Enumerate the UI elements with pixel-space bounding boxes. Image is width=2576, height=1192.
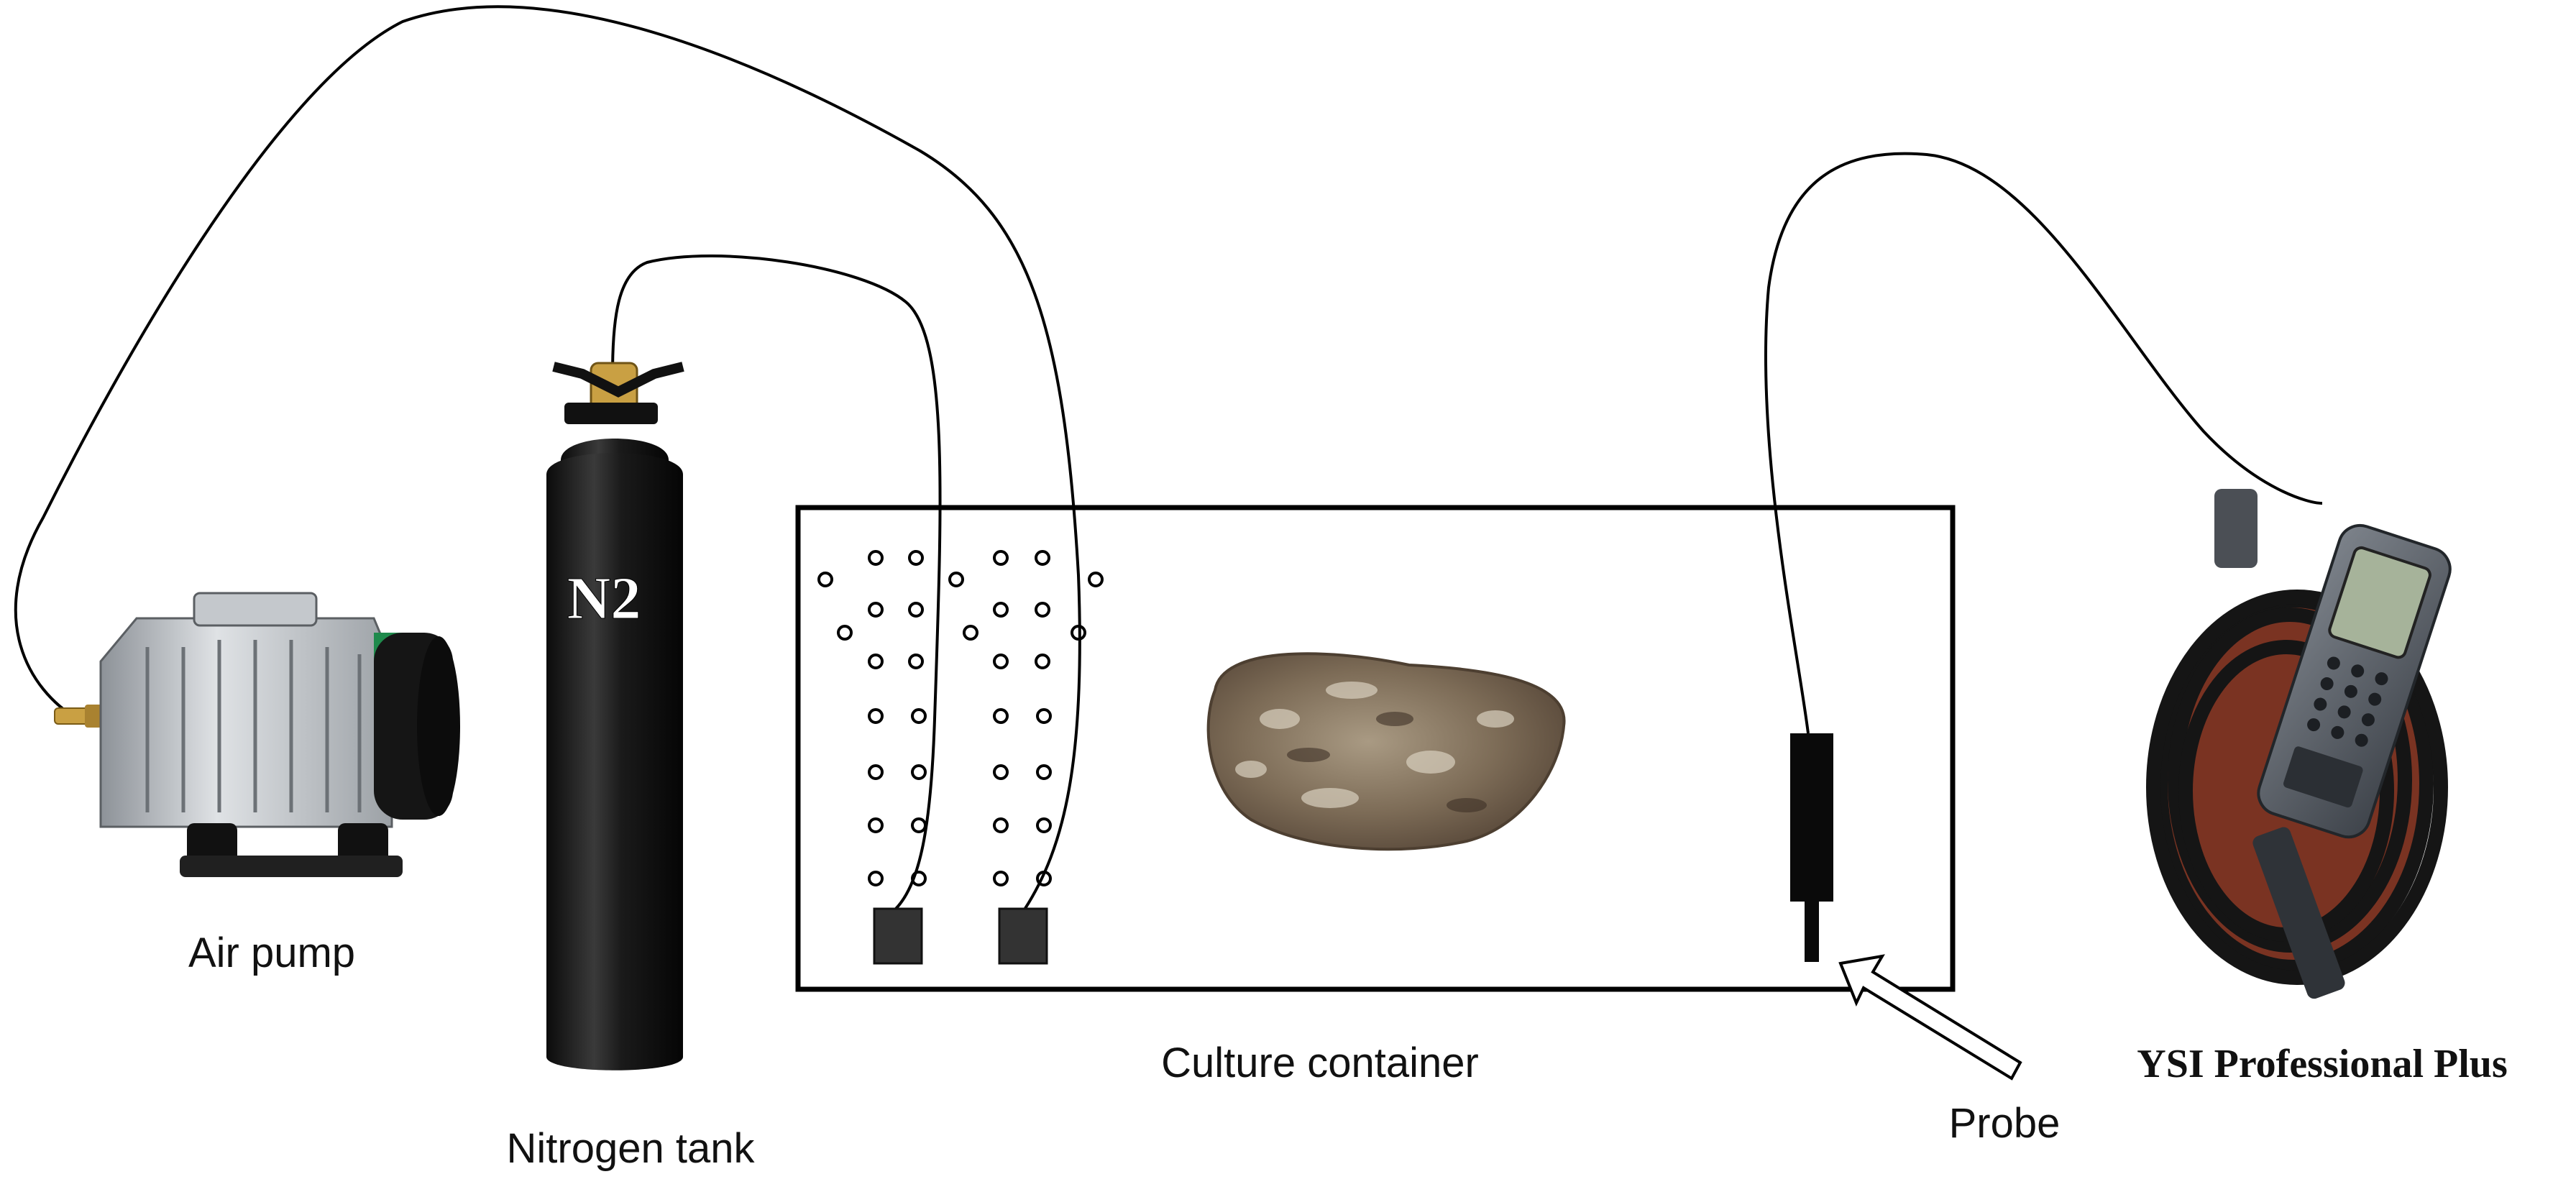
bubble [908, 654, 924, 669]
bubble [993, 550, 1009, 566]
air-bubbles [817, 550, 1104, 886]
bubble [911, 764, 927, 780]
tank-marking: N2 [567, 565, 641, 632]
bubble [868, 654, 884, 669]
bubble [868, 708, 884, 724]
bubble [911, 817, 927, 833]
bubble [993, 817, 1009, 833]
bubble [1036, 817, 1052, 833]
bubble [993, 654, 1009, 669]
bubble [1036, 871, 1052, 886]
nitrogen-diffuser-stone [873, 907, 923, 965]
nitrogen-tube [611, 255, 942, 911]
meter-label: YSI Professional Plus [2137, 1042, 2507, 1086]
culture-container-label: Culture container [1161, 1040, 1479, 1086]
nitrogen-tank-label: Nitrogen tank [507, 1125, 756, 1172]
bubble [948, 572, 964, 587]
bubble [908, 602, 924, 618]
bubble [1036, 764, 1052, 780]
oyster-icon [1206, 652, 1566, 851]
bubble [911, 708, 927, 724]
bubble [963, 625, 978, 641]
air-diffuser-stone [998, 907, 1048, 965]
handheld-meter-icon [2146, 489, 2452, 999]
bubble [868, 764, 884, 780]
air-tube [14, 5, 1081, 911]
bubble [1035, 550, 1050, 566]
bubble [868, 550, 884, 566]
bubble [868, 602, 884, 618]
bubble [868, 817, 884, 833]
bubble [908, 550, 924, 566]
culture-container-box [795, 505, 1956, 992]
air-pump-label: Air pump [188, 930, 355, 976]
bubble [837, 625, 853, 641]
bubble [1088, 572, 1104, 587]
gas-cylinder-icon: N2 [546, 362, 684, 1070]
bubble [868, 871, 884, 886]
probe-label: Probe [1949, 1100, 2061, 1147]
hollow-arrow-icon [1838, 954, 2022, 1081]
bubble [993, 602, 1009, 618]
bubble [817, 572, 833, 587]
bubble [1071, 625, 1086, 641]
bubble [993, 871, 1009, 886]
bubble [993, 708, 1009, 724]
air-pump-icon [54, 592, 460, 877]
bubble [1035, 602, 1050, 618]
bubble [993, 764, 1009, 780]
bubble [911, 871, 927, 886]
probe [1790, 733, 1833, 962]
bubble [1036, 708, 1052, 724]
bubble [1035, 654, 1050, 669]
